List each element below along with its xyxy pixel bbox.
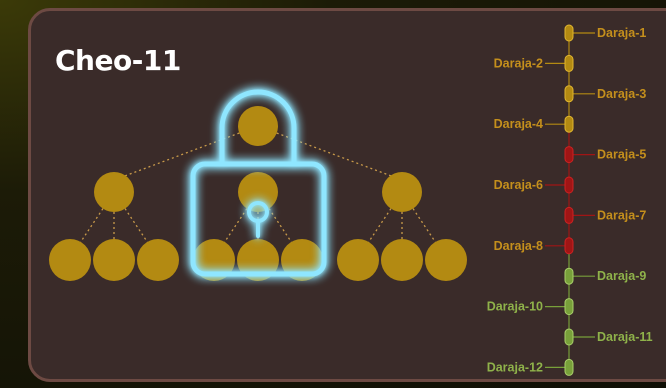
leaf-node xyxy=(337,239,379,281)
level-label: Daraja-4 xyxy=(494,117,543,131)
leaf-node xyxy=(193,239,235,281)
mid-node-right xyxy=(382,172,422,212)
padlock-icon xyxy=(190,89,327,277)
tree-nodes xyxy=(49,106,467,281)
level-marker[interactable] xyxy=(564,176,574,194)
mid-node-left xyxy=(94,172,134,212)
leaf-node xyxy=(425,239,467,281)
level-label: Daraja-1 xyxy=(597,26,646,40)
level-marker[interactable] xyxy=(564,298,574,316)
level-marker[interactable] xyxy=(564,54,574,72)
level-marker[interactable] xyxy=(564,267,574,285)
level-label: Daraja-11 xyxy=(597,330,653,344)
level-label: Daraja-6 xyxy=(494,178,543,192)
mid-node-center xyxy=(238,172,278,212)
level-marker[interactable] xyxy=(564,358,574,376)
levels-timeline: Daraja-1Daraja-2Daraja-3Daraja-4Daraja-5… xyxy=(487,24,653,376)
content-panel xyxy=(28,8,666,382)
level-label: Daraja-10 xyxy=(487,300,543,314)
level-label: Daraja-8 xyxy=(494,239,543,253)
leaf-node xyxy=(49,239,91,281)
level-label: Daraja-3 xyxy=(597,87,646,101)
leaf-node xyxy=(137,239,179,281)
level-marker[interactable] xyxy=(564,115,574,133)
level-label: Daraja-7 xyxy=(597,208,646,222)
level-label: Daraja-2 xyxy=(494,56,543,70)
level-marker[interactable] xyxy=(564,206,574,224)
leaf-node xyxy=(93,239,135,281)
level-label: Daraja-12 xyxy=(487,360,543,374)
leaf-node xyxy=(237,239,279,281)
level-marker[interactable] xyxy=(564,85,574,103)
root-node xyxy=(238,106,278,146)
level-label: Daraja-5 xyxy=(597,148,646,162)
level-label: Daraja-9 xyxy=(597,269,646,283)
leaf-node xyxy=(281,239,323,281)
page-title: Cheo-11 xyxy=(55,44,181,77)
leaf-node xyxy=(381,239,423,281)
level-marker[interactable] xyxy=(564,24,574,42)
level-marker[interactable] xyxy=(564,146,574,164)
level-marker[interactable] xyxy=(564,328,574,346)
level-marker[interactable] xyxy=(564,237,574,255)
